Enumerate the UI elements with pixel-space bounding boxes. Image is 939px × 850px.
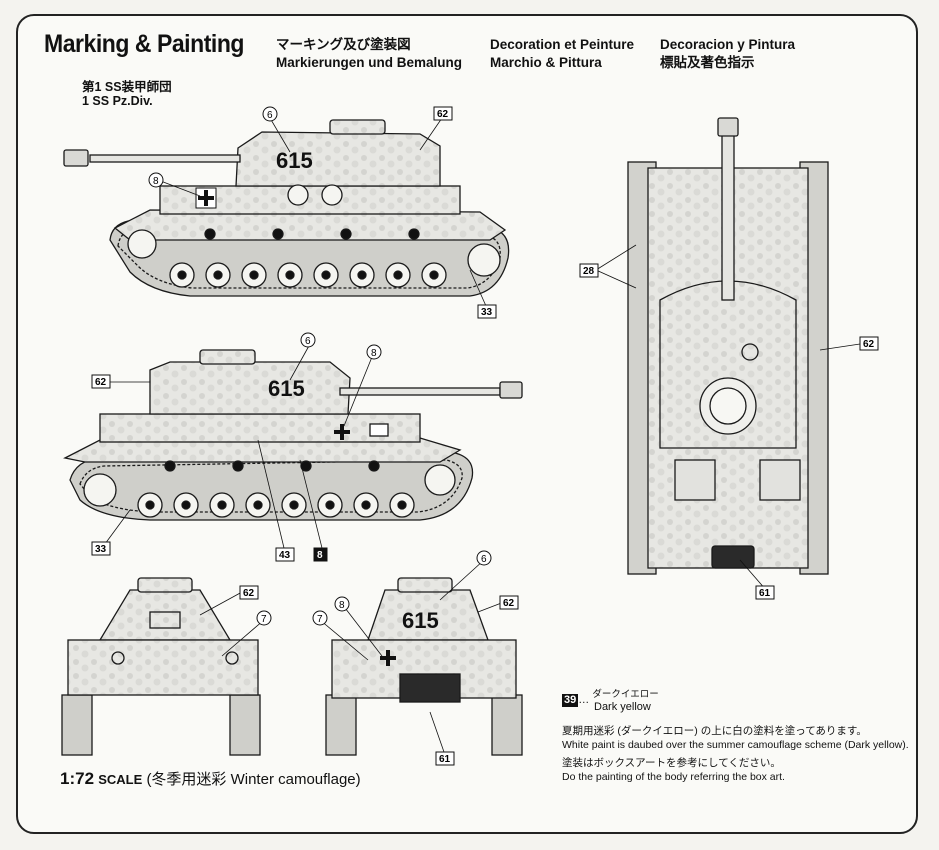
svg-text:8: 8 (317, 550, 323, 561)
division-jp: 第1 SS装甲師団 (82, 80, 172, 94)
callout-62-a: 62 (433, 106, 453, 121)
svg-text:61: 61 (759, 588, 771, 599)
callout-28: 28 (579, 263, 599, 278)
header-es-cn: Decoracion y Pintura 標貼及著色指示 (660, 36, 795, 72)
scale-label: SCALE (98, 772, 143, 787)
callout-33-a: 33 (477, 304, 497, 319)
scale-note: (冬季用迷彩 Winter camouflage) (146, 771, 361, 788)
paint-code: 39 (562, 694, 579, 707)
callout-8-a: 8 (148, 172, 164, 188)
callout-6-c: 6 (476, 550, 492, 566)
balkenkreuz-icon-rear (380, 650, 396, 666)
svg-text:33: 33 (95, 544, 107, 555)
balkenkreuz-icon-right (334, 424, 350, 440)
svg-text:33: 33 (481, 307, 493, 318)
title-japanese: マーキング及び塗装図 (276, 37, 411, 52)
note-en-2: Do the painting of the body referring th… (562, 771, 785, 783)
paint-name-jp: ダークイエロー (592, 689, 659, 700)
callout-7-a: 7 (256, 610, 272, 626)
title-german: Markierungen und Bemalung (276, 55, 463, 70)
svg-text:7: 7 (317, 614, 323, 625)
svg-text:62: 62 (95, 377, 107, 388)
svg-text:62: 62 (437, 109, 449, 120)
callout-33-b: 33 (91, 541, 111, 556)
callout-61-a: 61 (755, 585, 775, 600)
tank-side-view-right (63, 349, 523, 521)
tank-top-view (627, 117, 829, 575)
scale-ratio: 1:72 (60, 769, 95, 788)
svg-text:28: 28 (583, 266, 595, 277)
svg-text:6: 6 (267, 110, 273, 121)
callout-6-a: 6 (262, 106, 278, 122)
callout-62-e: 62 (499, 595, 519, 610)
callout-8-b: 8 (366, 344, 382, 360)
callout-61-b: 61 (435, 751, 455, 766)
svg-text:62: 62 (863, 339, 875, 350)
svg-text:61: 61 (439, 754, 451, 765)
svg-text:7: 7 (261, 614, 267, 625)
svg-text:6: 6 (305, 336, 311, 347)
callout-62-c: 62 (859, 336, 879, 351)
paint-name-en: Dark yellow (594, 701, 651, 713)
callout-62-d: 62 (239, 585, 259, 600)
note-jp-2: 塗装はボックスアートを参考にしてください。 (562, 757, 781, 769)
header-fr-it: Decoration et Peinture Marchio & Pittura (490, 36, 634, 72)
svg-text:6: 6 (481, 554, 487, 565)
title-italian: Marchio & Pittura (490, 55, 602, 70)
balkenkreuz-icon (195, 187, 217, 209)
tank-front-view (61, 577, 261, 756)
svg-text:8: 8 (371, 348, 377, 359)
note-jp-1: 夏期用迷彩 (ダークイエロー) の上に白の塗料を塗ってあります。 (562, 725, 867, 737)
svg-text:43: 43 (279, 550, 291, 561)
title-spanish: Decoracion y Pintura (660, 37, 796, 52)
hull-number-side-right: 615 (268, 376, 305, 401)
scale-caption: 1:72 SCALE (冬季用迷彩 Winter camouflage) (60, 768, 361, 789)
hull-number-side-left: 615 (276, 148, 313, 173)
svg-text:62: 62 (503, 598, 515, 609)
title-chinese: 標貼及著色指示 (660, 55, 755, 70)
title-marking-painting: Marking & Painting (44, 30, 245, 58)
title-french: Decoration et Peinture (490, 37, 635, 52)
tank-rear-view (325, 577, 523, 756)
note-en-1: White paint is daubed over the summer ca… (562, 739, 909, 751)
callout-6-b: 6 (300, 332, 316, 348)
callout-62-b: 62 (91, 374, 111, 389)
svg-text:8: 8 (339, 600, 345, 611)
division-en: 1 SS Pz.Div. (82, 94, 153, 108)
header-jp-de: マーキング及び塗装図 Markierungen und Bemalung (276, 36, 462, 72)
callout-8-box: 8 (313, 547, 328, 562)
tank-side-view-left (63, 119, 510, 297)
svg-text:62: 62 (243, 588, 255, 599)
callout-7-b: 7 (312, 610, 328, 626)
paint-reference: 39… ダークイエロー Dark yellow (562, 689, 659, 713)
paint-ellipsis: … (578, 694, 590, 706)
division-label: 第1 SS装甲師団 1 SS Pz.Div. (82, 80, 172, 108)
svg-text:8: 8 (153, 176, 159, 187)
callout-43: 43 (275, 547, 295, 562)
callout-8-c: 8 (334, 596, 350, 612)
hull-number-rear: 615 (402, 608, 439, 633)
